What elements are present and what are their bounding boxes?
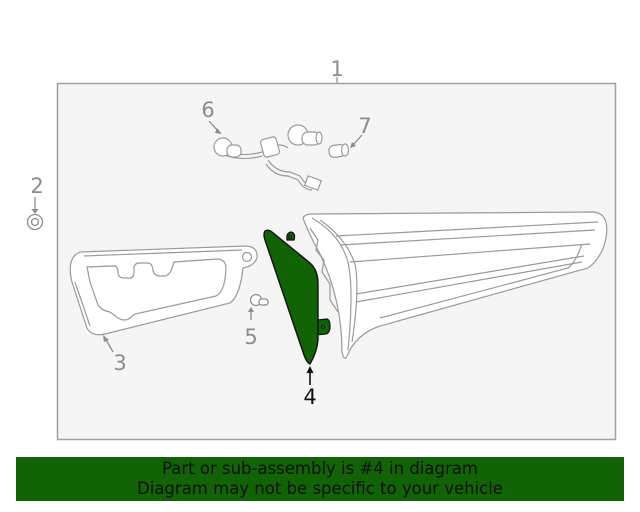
callout-3: 3 xyxy=(113,351,126,375)
callout-7: 7 xyxy=(358,114,371,138)
part-3-gasket[interactable] xyxy=(69,245,258,336)
part-2-grommet[interactable] xyxy=(26,197,44,231)
callout-5: 5 xyxy=(244,325,257,349)
part-5-screw[interactable] xyxy=(249,293,269,307)
callout-4: 4 xyxy=(303,385,316,409)
banner-line-part-number: Part or sub-assembly is #4 in diagram xyxy=(162,459,478,478)
part-4-cover-highlighted[interactable] xyxy=(263,229,331,365)
callout-2: 2 xyxy=(30,174,43,198)
part-6-socket-harness[interactable] xyxy=(213,124,323,191)
banner-line-disclaimer: Diagram may not be specific to your vehi… xyxy=(137,479,503,498)
callout-1: 1 xyxy=(330,57,343,81)
tail-lamp-housing[interactable] xyxy=(302,211,608,359)
part-7-bulb[interactable] xyxy=(328,143,350,159)
part-info-banner: Part or sub-assembly is #4 in diagram Di… xyxy=(16,457,624,501)
callout-6: 6 xyxy=(201,98,214,122)
